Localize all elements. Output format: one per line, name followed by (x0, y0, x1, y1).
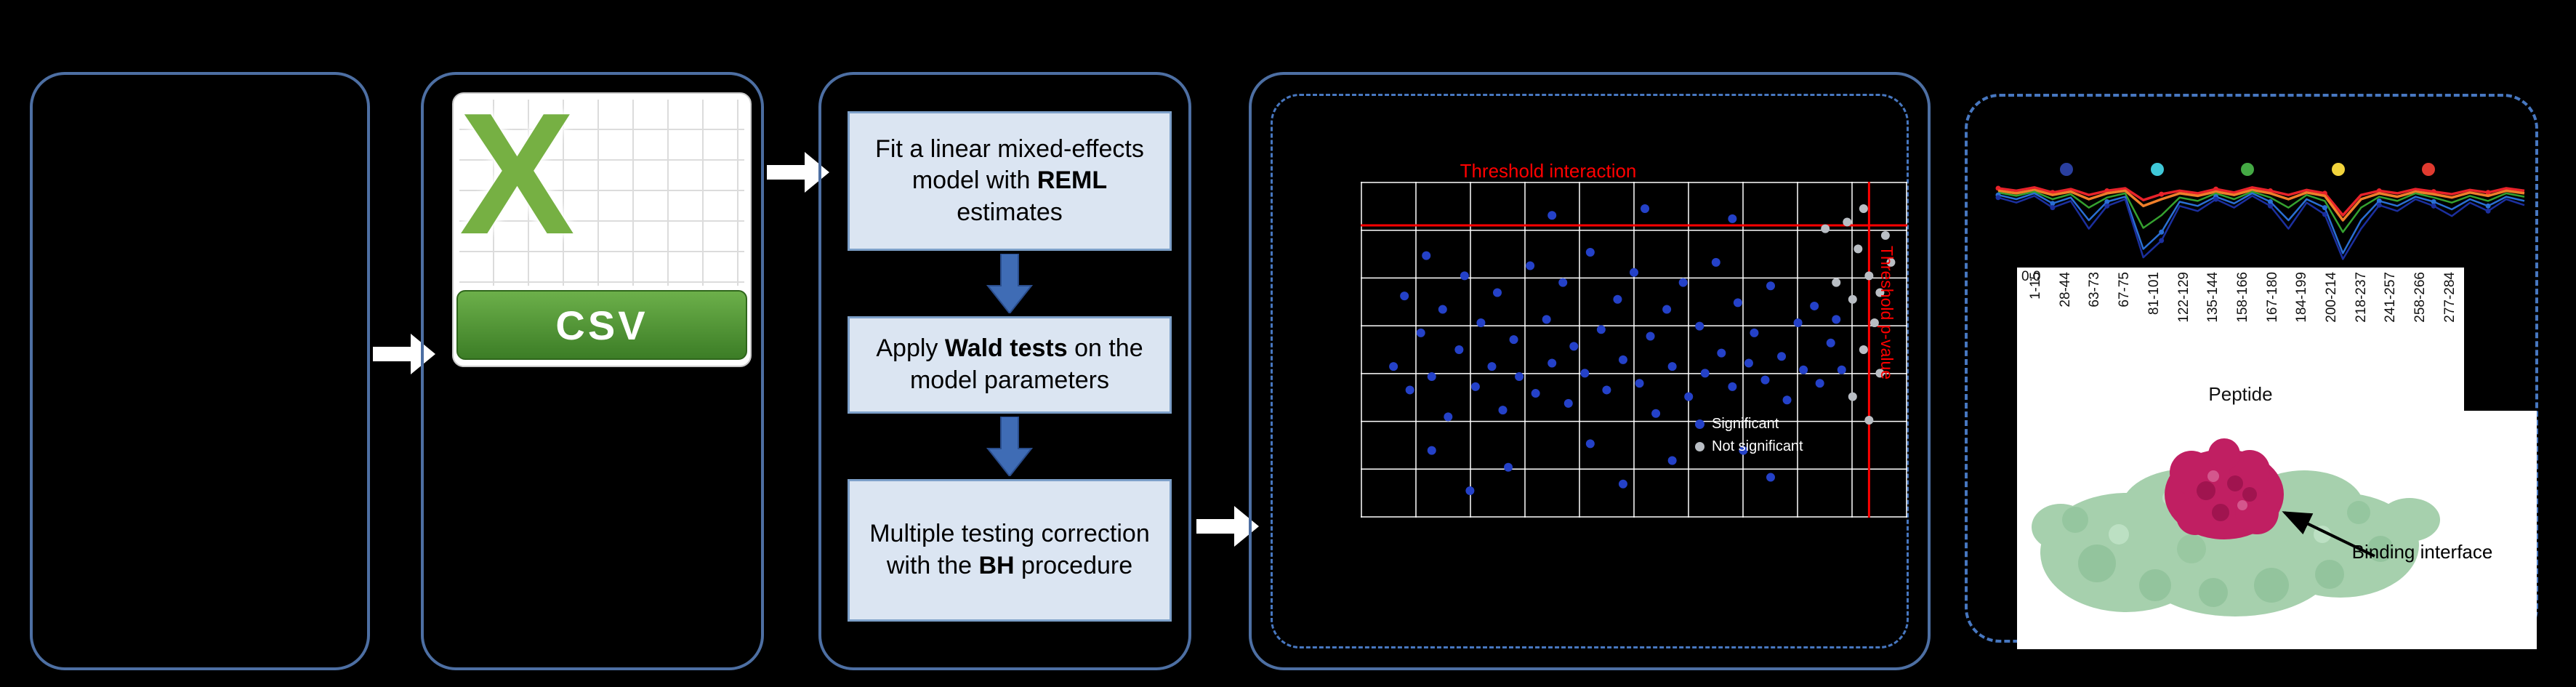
threshold-interaction-label: Threshold interaction (1460, 160, 1637, 182)
panel-input (30, 72, 370, 670)
binding-interface-region-magenta (2165, 438, 2284, 539)
step-fit-model-text: Fit a linear mixed-effects model with RE… (875, 134, 1144, 226)
inner-dashed-border (1271, 94, 1909, 648)
csv-label: CSV (456, 290, 747, 360)
step-wald-tests: Apply Wald tests on the model parameters (848, 316, 1172, 414)
legend-dot (1695, 419, 1704, 429)
peptide-tick-label: 63-73 (2087, 272, 2103, 308)
protein-structure-image (2032, 438, 2440, 616)
step-bh-correction: Multiple testing correction with the BH … (848, 479, 1172, 622)
condition-dot (2422, 163, 2435, 176)
flow-arrow-right-1 (373, 334, 435, 374)
step-bh-correction-text: Multiple testing correction with the BH … (869, 520, 1150, 579)
peptide-tick-label: 167-180 (2264, 272, 2280, 323)
spreadsheet-grid (459, 100, 744, 286)
peptide-tick-label: 184-199 (2294, 272, 2310, 323)
legend-item: Significant (1695, 416, 1803, 433)
condition-dot (2331, 163, 2345, 176)
uptake-line-chart (1995, 185, 2525, 260)
protein-structure-panel: Binding interface (2017, 411, 2537, 649)
flow-arrow-right-3 (1196, 506, 1259, 547)
peptide-tick-label: 158-166 (2234, 272, 2250, 323)
peptide-tick-label: 200-214 (2324, 272, 2340, 323)
legend-dot (1695, 442, 1704, 451)
peptide-tick-label: 258-266 (2412, 272, 2428, 323)
volcano-scatter-plot (1361, 182, 1907, 518)
peptide-tick-label: 241-257 (2383, 272, 2399, 323)
peptide-tick-label: 122-129 (2175, 272, 2191, 323)
condition-dot (2150, 163, 2164, 176)
peptide-tick-label: 218-237 (2353, 272, 2369, 323)
panel-scatter-plot (1249, 72, 1931, 670)
csv-file-icon: X CSV (452, 78, 752, 367)
peptide-tick-label: 28-44 (2057, 272, 2073, 308)
flow-arrow-right-2 (767, 152, 829, 193)
peptide-tick-label: 81-101 (2146, 272, 2162, 316)
step-wald-tests-text: Apply Wald tests on the model parameters (876, 334, 1143, 394)
binding-interface-label: Binding interface (2351, 541, 2493, 563)
step-arrow-down-1 (986, 254, 1033, 313)
binding-arrow (2282, 511, 2375, 558)
legend-label: Significant (1712, 416, 1779, 432)
condition-dot (2060, 163, 2073, 176)
peptide-tick-label: 135-144 (2205, 272, 2221, 323)
step-arrow-down-2 (986, 417, 1033, 476)
panel-csv (421, 72, 764, 670)
peptide-tick-label: 277-284 (2442, 272, 2458, 323)
excel-x-logo: X (459, 78, 575, 270)
step-fit-model: Fit a linear mixed-effects model with RE… (848, 111, 1172, 251)
peptide-tick-label: 1-15 (2028, 272, 2043, 300)
legend-item: Not significant (1695, 438, 1803, 455)
peptide-tick-labels: 1-15 28-44 63-73 67-75 81-101 122-129 135-144 1… (2028, 272, 2458, 368)
condition-dot-legend (2060, 163, 2435, 176)
legend-label: Not significant (1712, 438, 1803, 454)
threshold-pvalue-label: Threshold p-value (1877, 246, 1896, 380)
peptide-axis-label: Peptide (2208, 383, 2273, 405)
peptide-tick-label: 67-75 (2117, 272, 2133, 308)
panel-method: Fit a linear mixed-effects model with RE… (818, 72, 1191, 670)
peptide-axis-panel: 0.0 1-15 28-44 63-73 67-75 81-101 122-129 135-… (2017, 268, 2464, 413)
y-axis-tick: 0.0 (2021, 269, 2041, 284)
condition-dot (2241, 163, 2254, 176)
